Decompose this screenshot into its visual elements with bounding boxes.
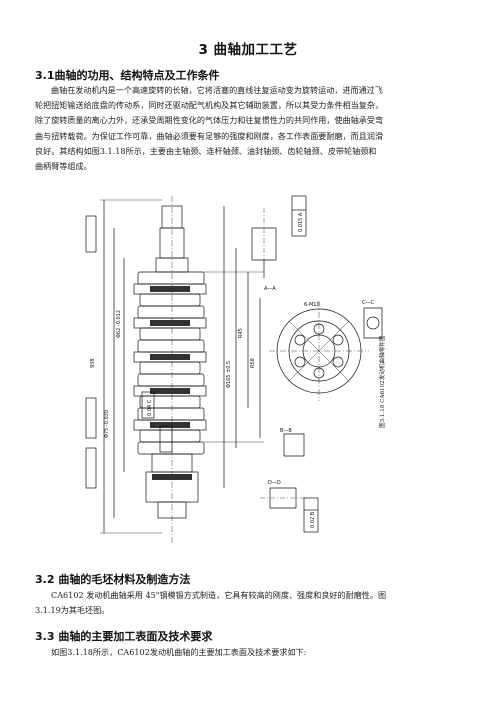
tolerance-frame-1: 0.015 A xyxy=(298,212,304,232)
dim-overall-length: 938 xyxy=(90,358,96,368)
section-label-a: A—A xyxy=(264,286,276,292)
paragraph-line: 除了旋转质量的离心力外，还承受周期性变化的气体压力和往复惯性力的共同作用，使曲轴… xyxy=(35,115,384,126)
hole-callout: 6-M10 xyxy=(304,302,320,308)
section-heading-3-1: 3.1曲轴的功用、结构特点及工作条件 xyxy=(35,69,220,82)
paragraph-line: 轮把扭矩输送给底盘的传动系，同时还驱动配气机构及其它辅助装置，所以其受力条件相当… xyxy=(35,100,384,111)
section-label-c: C—C xyxy=(362,300,374,306)
paragraph-line: CA6102 发动机曲轴采用 45"钢模锻方式制造，它具有较高的刚度、强度和良好… xyxy=(51,590,387,600)
section-heading-3-3: 3.3 曲轴的主要加工表面及技术要求 xyxy=(35,630,213,643)
dim-rod-journal: Φ62 -0.012 xyxy=(116,310,122,338)
figure-caption: 图3.1.18 CA6102发动机曲轴零件图 xyxy=(378,335,386,428)
paragraph-line: 如图3.1.18所示，CA6102发动机曲轴的主要加工表面及技术要求如下: xyxy=(51,647,307,657)
crankshaft-drawing: 938 Φ75 -0.030 Φ62 -0.012 Φ165 ±0.5 R45 … xyxy=(85,195,386,543)
paragraph-line: 曲轴在发动机内是一个高速旋转的长轴，它将活塞的直线往复运动变为旋转运动，进而通过… xyxy=(51,85,383,95)
paragraph-line: 3.1.19为其毛坯图。 xyxy=(35,605,110,616)
section-paragraph-3-2: CA6102 发动机曲轴采用 45"钢模锻方式制造，它具有较高的刚度、强度和良好… xyxy=(35,588,465,618)
crankshaft-drawing-figure: 938 Φ75 -0.030 Φ62 -0.012 Φ165 ±0.5 R45 … xyxy=(64,188,434,556)
section-paragraph-3-1: 曲轴在发动机内是一个高速旋转的长轴，它将活塞的直线往复运动变为旋转运动，进而通过… xyxy=(35,83,465,174)
dim-main-journal: Φ75 -0.030 xyxy=(104,410,110,438)
section-label-d: D—D xyxy=(268,480,281,486)
dim-flange: Φ165 ±0.5 xyxy=(226,361,232,388)
chapter-title: 3 曲轴加工工艺 xyxy=(198,42,298,58)
dim-radius-1: R45 xyxy=(238,328,244,338)
paragraph-line: 曲柄臂等组成。 xyxy=(35,161,92,172)
paragraph-line: 曲与扭转载荷。为保证工作可靠，曲轴必须要有足够的强度和刚度，各工作表面要耐磨，而… xyxy=(35,130,384,141)
section-paragraph-3-3: 如图3.1.18所示，CA6102发动机曲轴的主要加工表面及技术要求如下: xyxy=(35,645,465,660)
tolerance-frame-2: 0.02 B xyxy=(310,511,316,528)
paragraph-line: 良好。其结构如图3.1.18所示，主要由主轴颈、连杆轴颈、油封轴颈、齿轮轴颈、皮… xyxy=(35,145,377,156)
dim-radius-2: R58 xyxy=(250,358,256,368)
tolerance-frame-3: 0.04 C xyxy=(147,399,153,416)
section-label-b: B—B xyxy=(280,428,292,434)
section-heading-3-2: 3.2 曲轴的毛坯材料及制造方法 xyxy=(35,573,191,586)
